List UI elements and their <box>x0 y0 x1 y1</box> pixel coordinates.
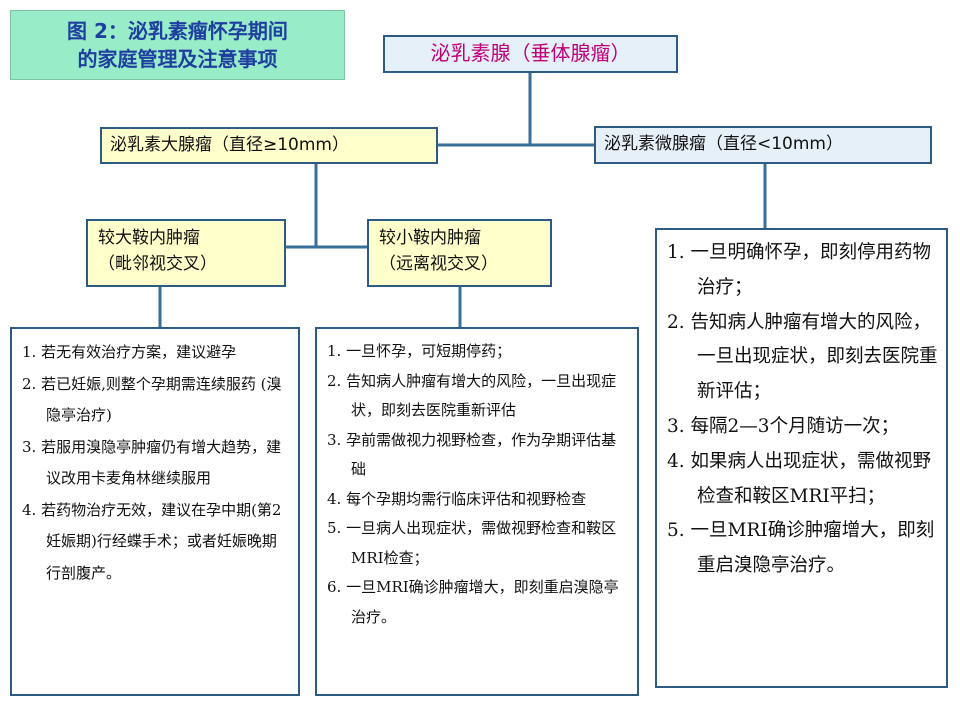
diagram-title: 图 2：泌乳素瘤怀孕期间 的家庭管理及注意事项 <box>10 10 345 80</box>
root-node-prolactinoma: 泌乳素腺（垂体腺瘤） <box>383 35 678 73</box>
node-large-tumor-line2: （毗邻视交叉） <box>98 254 217 274</box>
list-item: 4. 每个孕期均需行临床评估和视野检查 <box>327 489 587 508</box>
list-item: 2. 告知病人肿瘤有增大的风险，一旦出现症状，即刻去医院重新评估 <box>327 371 617 420</box>
list-item: 3. 孕前需做视力视野检查，作为孕期评估基础 <box>327 430 617 479</box>
list-item: 3. 若服用溴隐亭肿瘤仍有增大趋势，建议改用卡麦角林继续服用 <box>22 437 282 488</box>
diagram-title-line2: 的家庭管理及注意事项 <box>77 47 278 71</box>
list-large-tumor-advice: 1. 若无有效治疗方案，建议避孕 2. 若已妊娠,则整个孕期需连续服药 (溴隐亭… <box>10 327 300 696</box>
list-microadenoma-advice: 1. 一旦明确怀孕，即刻停用药物治疗； 2. 告知病人肿瘤有增大的风险，一旦出现… <box>655 228 948 688</box>
list-item: 3. 每隔2—3个月随访一次； <box>667 415 900 437</box>
list-item: 4. 如果病人出现症状，需做视野检查和鞍区MRI平扫； <box>667 450 932 507</box>
diagram-title-line1: 图 2：泌乳素瘤怀孕期间 <box>67 19 288 43</box>
node-microadenoma: 泌乳素微腺瘤（直径<10mm） <box>594 126 932 164</box>
list-item: 4. 若药物治疗无效，建议在孕中期(第2妊娠期)行经蝶手术；或者妊娠晚期行剖腹产… <box>22 500 282 582</box>
list-item: 5. 一旦MRI确诊肿瘤增大，即刻重启溴隐亭治疗。 <box>667 520 935 577</box>
list-item: 6. 一旦MRI确诊肿瘤增大，即刻重启溴隐亭治疗。 <box>327 578 619 626</box>
list-item: 5. 一旦病人出现症状，需做视野检查和鞍区MRI检查； <box>327 519 617 567</box>
list-item: 1. 一旦怀孕，可短期停药； <box>327 342 512 360</box>
node-small-tumor-line2: （远离视交叉） <box>379 254 498 274</box>
list-item: 2. 告知病人肿瘤有增大的风险，一旦出现症状，即刻去医院重新评估； <box>667 311 938 403</box>
list-small-tumor-advice: 1. 一旦怀孕，可短期停药； 2. 告知病人肿瘤有增大的风险，一旦出现症状，即刻… <box>315 327 639 696</box>
list-item: 1. 若无有效治疗方案，建议避孕 <box>22 343 237 361</box>
node-small-tumor-line1: 较小鞍内肿瘤 <box>379 228 481 248</box>
node-macroadenoma: 泌乳素大腺瘤（直径≥10mm） <box>100 127 438 164</box>
node-large-tumor-line1: 较大鞍内肿瘤 <box>98 228 200 248</box>
node-large-tumor: 较大鞍内肿瘤 （毗邻视交叉） <box>86 219 286 287</box>
list-item: 2. 若已妊娠,则整个孕期需连续服药 (溴隐亭治疗) <box>22 374 282 425</box>
node-small-tumor: 较小鞍内肿瘤 （远离视交叉） <box>367 219 552 287</box>
list-item: 1. 一旦明确怀孕，即刻停用药物治疗； <box>667 242 932 298</box>
